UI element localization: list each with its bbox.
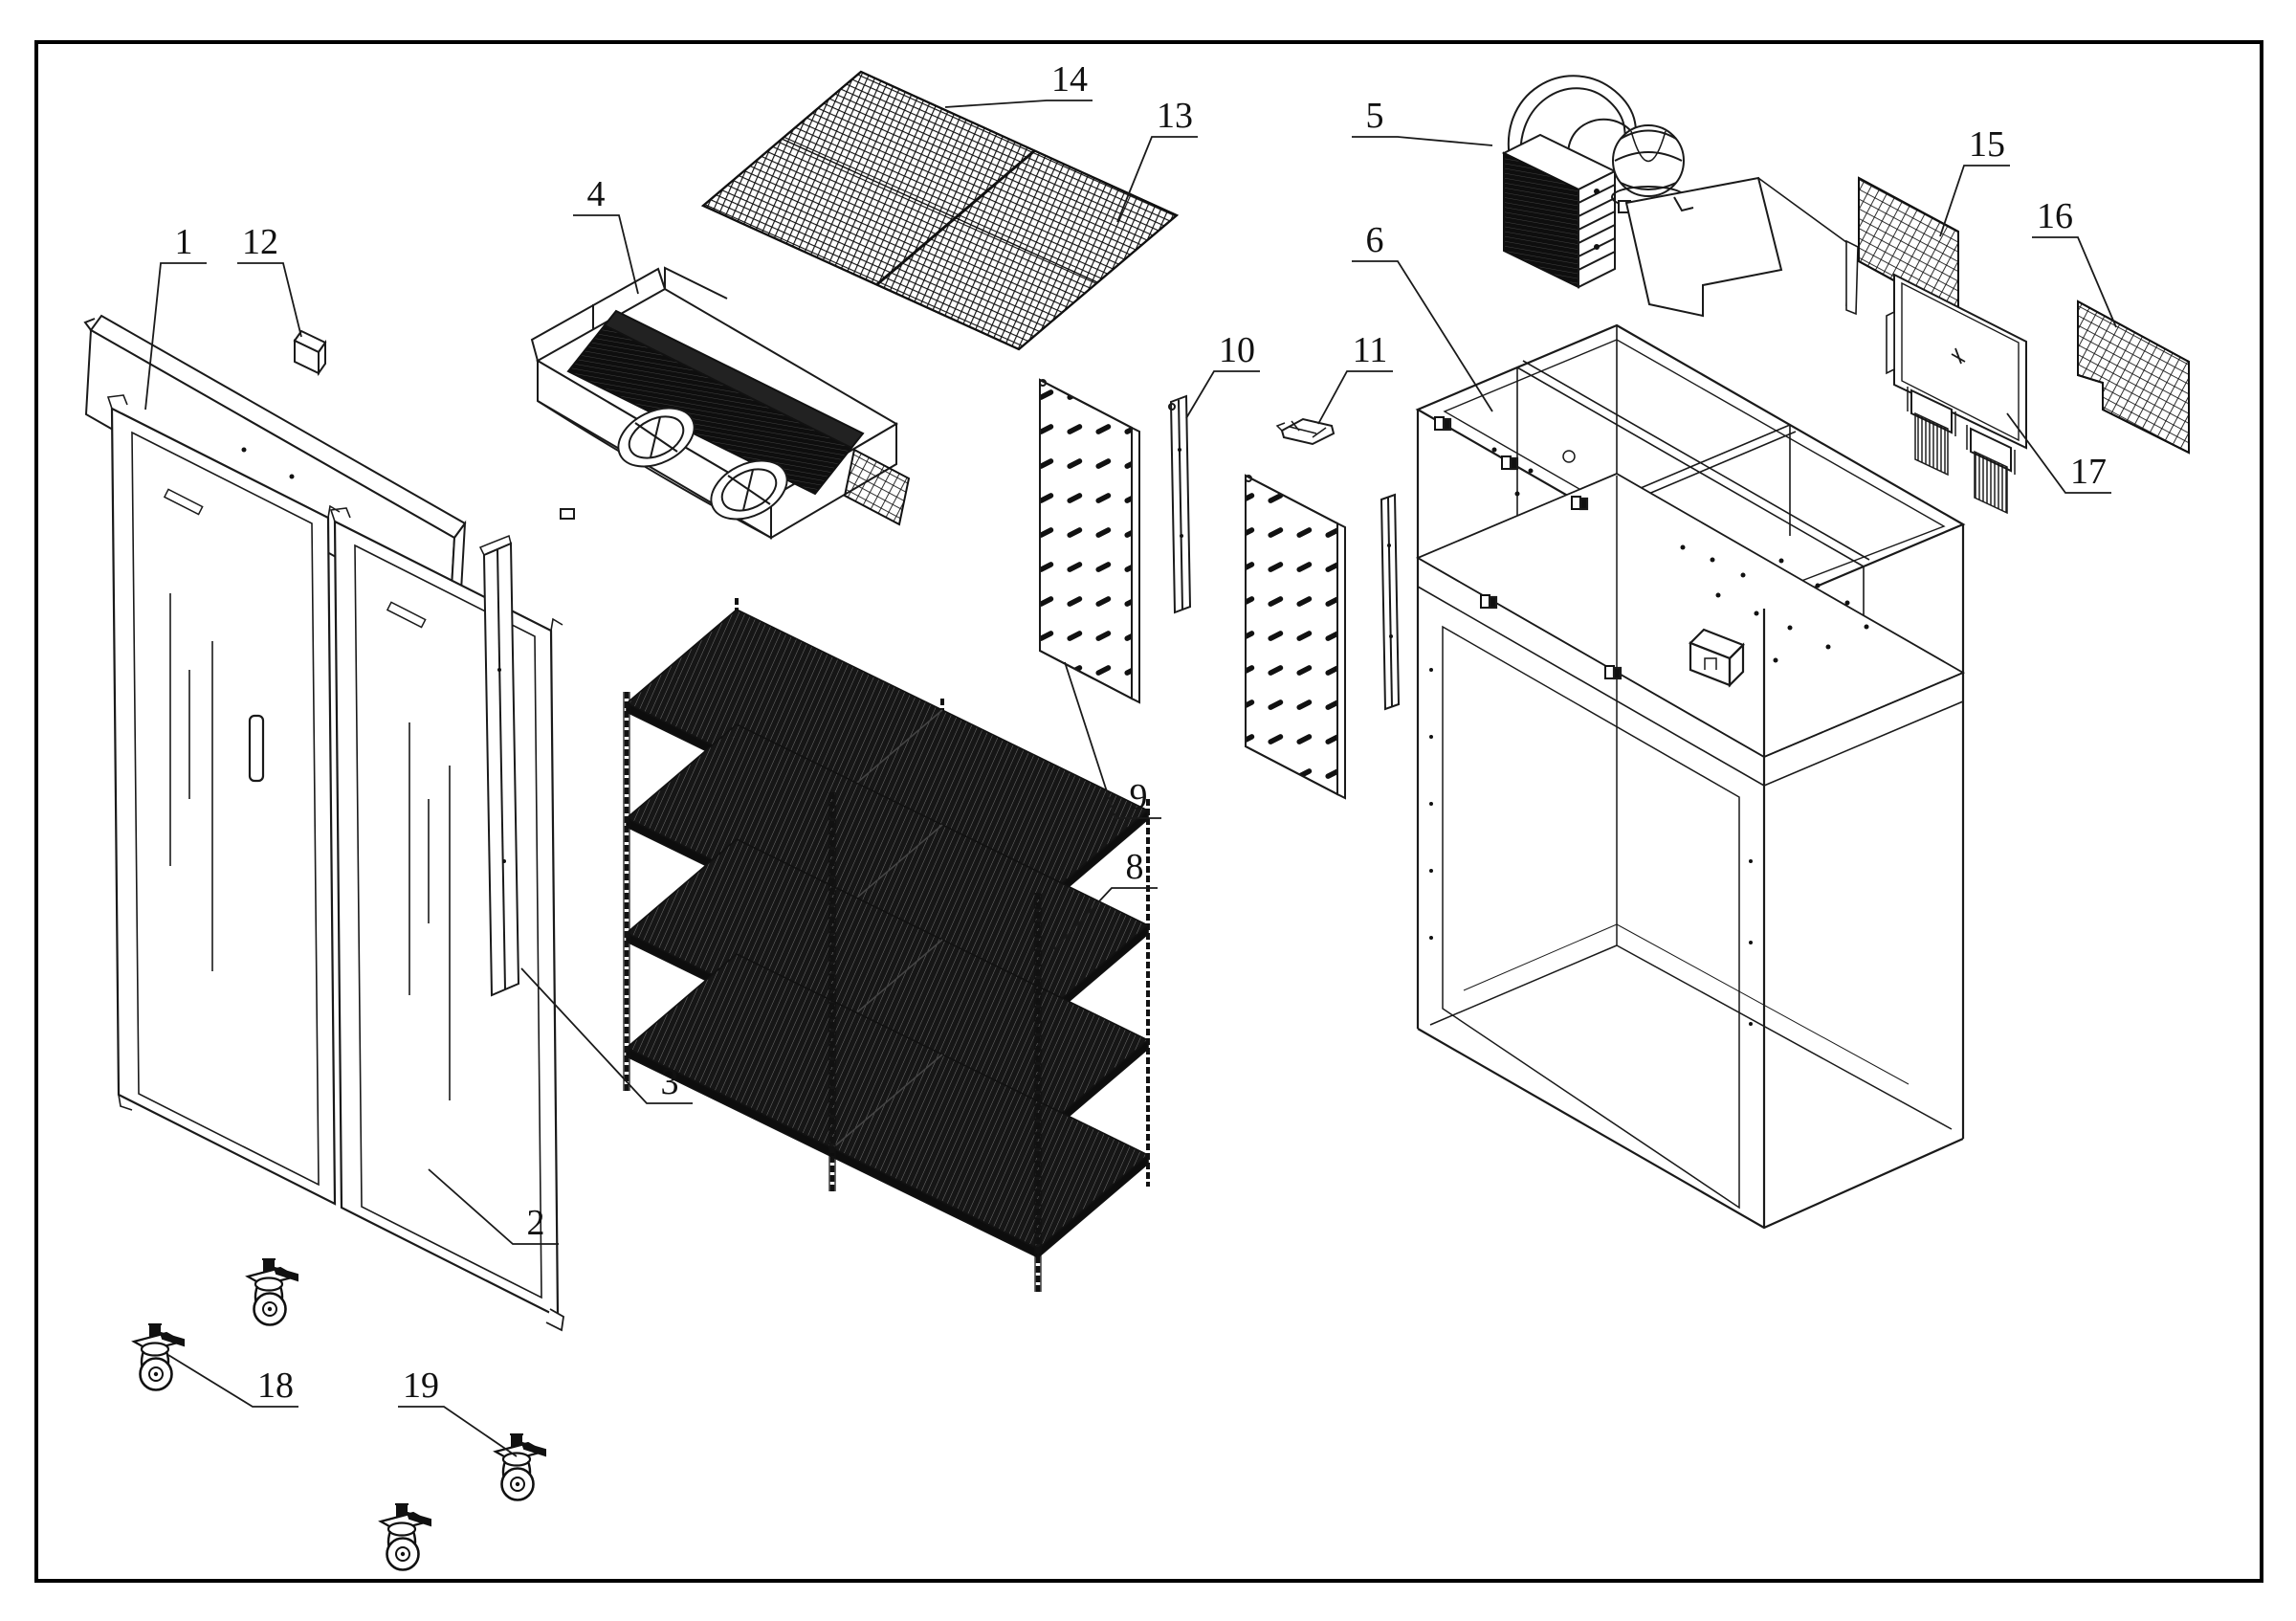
mounting-strip [1168, 394, 1192, 614]
part-label-18: 18 [167, 1354, 298, 1408]
mesh-screen-small-left [1858, 176, 1959, 318]
small-block [293, 329, 327, 377]
part-number: 11 [1353, 330, 1388, 370]
part-number: 12 [242, 222, 278, 262]
door-brush [1907, 387, 1956, 477]
part-number: 10 [1219, 330, 1255, 370]
door-handle [248, 714, 265, 783]
part-label-11: 11 [1317, 330, 1393, 425]
part-label-10: 10 [1185, 330, 1260, 419]
part-number: 16 [2037, 196, 2073, 236]
glass-door-left [106, 394, 341, 1206]
part-label-8: 8 [1053, 847, 1158, 950]
caster-19 [494, 1432, 547, 1501]
brush-panel [1886, 273, 2027, 515]
deck-screw-holes [1491, 447, 1869, 663]
part-number: 9 [1130, 777, 1148, 817]
fan [617, 407, 695, 468]
casters [132, 1257, 547, 1571]
condenser-mesh-screens [700, 70, 1180, 351]
door-brush [1966, 425, 2016, 515]
part-number: 17 [2070, 452, 2107, 492]
glass-reflections [169, 593, 213, 971]
caster [379, 1502, 432, 1571]
part-label-17: 17 [2006, 412, 2111, 494]
part-number: 2 [527, 1203, 545, 1243]
part-label-9: 9 [1064, 661, 1161, 819]
door-frame-strip [478, 534, 520, 997]
part-label-13: 13 [1116, 96, 1198, 223]
evaporator-fan-tray [530, 266, 911, 540]
caster-18 [132, 1322, 186, 1391]
part-number: 13 [1157, 96, 1193, 136]
part-label-14: 14 [944, 59, 1093, 108]
junction-box [1689, 628, 1745, 688]
part-label-19: 19 [398, 1366, 518, 1457]
part-label-1: 1 [144, 222, 207, 411]
part-number: 1 [175, 222, 193, 262]
part-number: 3 [661, 1062, 679, 1102]
glass-doors [106, 394, 564, 1332]
part-label-15: 15 [1939, 124, 2010, 237]
perforated-back-panels [1039, 378, 1401, 800]
drawing-border [34, 40, 2263, 1583]
mesh-screen-small-right [2077, 300, 2190, 455]
part-number: 14 [1051, 59, 1088, 100]
part-label-12: 12 [237, 222, 302, 338]
caster [246, 1257, 299, 1326]
part-number: 15 [1969, 124, 2005, 165]
glass-reflections [408, 722, 451, 1100]
part-number: 6 [1366, 220, 1384, 260]
compressor-unit [1501, 75, 1859, 318]
part-label-5: 5 [1352, 96, 1493, 146]
mounting-bracket [1275, 417, 1336, 446]
part-label-3: 3 [520, 967, 693, 1104]
part-label-16: 16 [2032, 196, 2117, 328]
part-number: 8 [1126, 847, 1144, 887]
part-number: 5 [1366, 96, 1384, 136]
wire-shelving-rack [623, 598, 1150, 1292]
part-label-2: 2 [428, 1168, 559, 1245]
cabinet-body [1415, 323, 1966, 1230]
part-label-6: 6 [1352, 220, 1493, 412]
mounting-strip [1380, 493, 1401, 711]
part-number: 4 [587, 174, 606, 214]
fan [710, 459, 788, 521]
perforated-panel [1245, 474, 1346, 800]
part-number: 19 [403, 1366, 439, 1406]
perforated-panel [1039, 378, 1140, 704]
part-number: 18 [257, 1366, 294, 1406]
part-label-4: 4 [573, 174, 639, 295]
